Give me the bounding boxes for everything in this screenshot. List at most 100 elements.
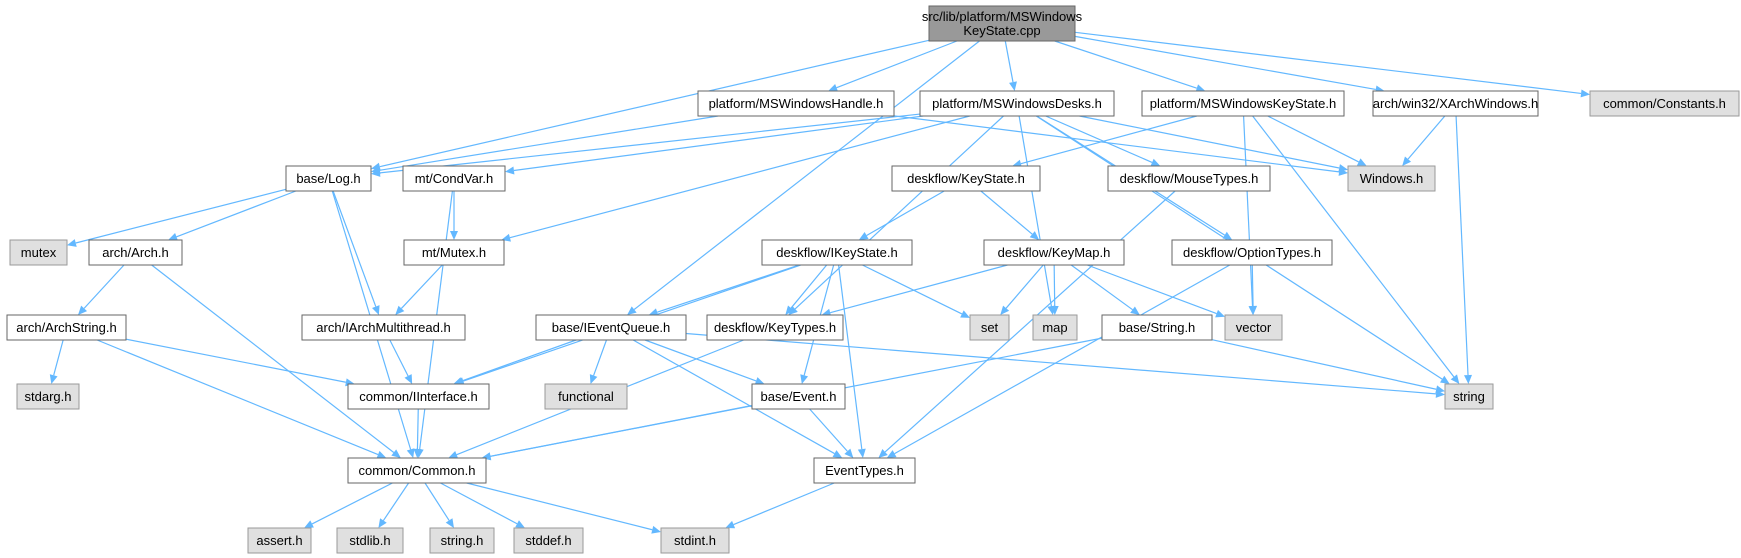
edge-log-arch bbox=[168, 190, 297, 241]
node-keyMap[interactable]: deskflow/KeyMap.h bbox=[983, 239, 1125, 266]
node-windows: Windows.h bbox=[1347, 165, 1436, 192]
edge-line bbox=[593, 339, 608, 376]
node-label: functional bbox=[558, 389, 614, 404]
edge-log-iArchMT bbox=[332, 190, 380, 315]
edge-line bbox=[424, 482, 450, 521]
edge-line bbox=[416, 408, 419, 450]
arrowhead bbox=[378, 518, 387, 528]
node-keyTypes[interactable]: deskflow/KeyTypes.h bbox=[706, 314, 844, 341]
edge-archString-iInterface bbox=[125, 338, 355, 387]
arrowhead bbox=[404, 374, 413, 384]
arrowhead bbox=[844, 448, 854, 458]
node-string: string bbox=[1444, 383, 1494, 410]
arrowhead bbox=[304, 520, 314, 528]
node-box bbox=[1589, 90, 1740, 117]
node-baseEvent[interactable]: base/Event.h bbox=[751, 383, 846, 410]
node-iKeyState[interactable]: deskflow/IKeyState.h bbox=[761, 239, 913, 266]
node-label: arch/IArchMultithread.h bbox=[316, 320, 450, 335]
node-box bbox=[544, 383, 628, 410]
edge-line bbox=[96, 339, 379, 456]
node-baseString[interactable]: base/String.h bbox=[1101, 314, 1213, 341]
edge-line bbox=[632, 339, 835, 455]
node-iInterface[interactable]: common/IInterface.h bbox=[347, 383, 490, 410]
node-common[interactable]: common/Common.h bbox=[347, 457, 487, 484]
edge-iEventQueue-eventTypes bbox=[632, 339, 843, 458]
node-stddef: stddef.h bbox=[513, 527, 584, 554]
node-box bbox=[813, 457, 916, 484]
node-box bbox=[1372, 90, 1539, 117]
edge-common-stddef bbox=[440, 482, 526, 528]
edge-line bbox=[1251, 264, 1254, 307]
node-box bbox=[336, 527, 404, 554]
node-box bbox=[88, 239, 183, 266]
node-keyState[interactable]: deskflow/KeyState.h bbox=[891, 165, 1041, 192]
edge-iKeyState-keyTypes bbox=[785, 264, 828, 315]
node-iArchMT[interactable]: arch/IArchMultithread.h bbox=[301, 314, 466, 341]
node-label: KeyState.cpp bbox=[963, 23, 1040, 38]
edge-line bbox=[1074, 31, 1582, 95]
node-box bbox=[706, 314, 844, 341]
edge-line bbox=[657, 264, 800, 313]
node-box bbox=[1171, 239, 1333, 266]
node-winDesks[interactable]: platform/MSWindowsDesks.h bbox=[919, 90, 1115, 117]
node-winKeyState[interactable]: platform/MSWindowsKeyState.h bbox=[1141, 90, 1345, 117]
edge-condvar-mtMutex bbox=[450, 191, 458, 240]
edge-main-xarch bbox=[1074, 35, 1385, 94]
node-box bbox=[761, 239, 913, 266]
node-mtMutex[interactable]: mt/Mutex.h bbox=[403, 239, 505, 266]
edge-baseString-string bbox=[1211, 339, 1445, 394]
node-eventTypes[interactable]: EventTypes.h bbox=[813, 457, 916, 484]
edge-line bbox=[1211, 339, 1437, 390]
edge-line bbox=[1045, 115, 1153, 163]
edge-line bbox=[884, 190, 1176, 453]
node-main[interactable]: src/lib/platform/MSWindowsKeyState.cpp bbox=[922, 5, 1083, 42]
arrowhead bbox=[1215, 309, 1225, 318]
edge-line bbox=[836, 40, 958, 89]
edge-line bbox=[332, 190, 377, 307]
edge-main-winKeyState bbox=[1054, 40, 1206, 92]
edge-line bbox=[1005, 264, 1044, 309]
node-box bbox=[247, 527, 312, 554]
node-box bbox=[285, 165, 372, 192]
node-xarch[interactable]: arch/win32/XArchWindows.h bbox=[1372, 90, 1539, 117]
edge-optionTypes-eventTypes bbox=[886, 264, 1231, 458]
node-box bbox=[1032, 314, 1078, 341]
arrowhead bbox=[1130, 306, 1140, 315]
arrowhead bbox=[1580, 89, 1590, 98]
edge-line bbox=[1079, 115, 1340, 169]
node-iEventQueue[interactable]: base/IEventQueue.h bbox=[535, 314, 687, 341]
node-winHandle[interactable]: platform/MSWindowsHandle.h bbox=[697, 90, 895, 117]
node-log[interactable]: base/Log.h bbox=[285, 165, 372, 192]
edge-line bbox=[1053, 264, 1056, 307]
node-label: Windows.h bbox=[1360, 171, 1424, 186]
arrowhead bbox=[1435, 385, 1445, 394]
edge-winKeyState-windows bbox=[1267, 115, 1367, 166]
node-arch[interactable]: arch/Arch.h bbox=[88, 239, 183, 266]
node-optionTypes[interactable]: deskflow/OptionTypes.h bbox=[1171, 239, 1333, 266]
edge-arch-common bbox=[151, 264, 401, 458]
node-label: common/Constants.h bbox=[1603, 96, 1726, 111]
edge-line bbox=[1020, 115, 1197, 165]
edge-iKeyState-set bbox=[862, 264, 970, 318]
edge-common-stringh bbox=[424, 482, 454, 528]
edge-line bbox=[1267, 115, 1359, 163]
edge-winDesks-windows bbox=[1079, 115, 1348, 172]
edge-keyMap-baseString bbox=[1070, 264, 1140, 315]
arrowhead bbox=[1029, 231, 1040, 240]
edge-iKeyState-eventTypes bbox=[837, 264, 866, 458]
node-box bbox=[1444, 383, 1494, 410]
node-condvar[interactable]: mt/CondVar.h bbox=[402, 165, 506, 192]
node-archString[interactable]: arch/ArchString.h bbox=[6, 314, 127, 341]
node-label: stdlib.h bbox=[349, 533, 390, 548]
node-label: deskflow/MouseTypes.h bbox=[1120, 171, 1259, 186]
edge-iArchMT-iInterface bbox=[389, 339, 413, 384]
node-mouseTypes[interactable]: deskflow/MouseTypes.h bbox=[1107, 165, 1271, 192]
node-box bbox=[513, 527, 584, 554]
edge-keyMap-map bbox=[1050, 264, 1059, 315]
edge-common-stdlib bbox=[378, 482, 410, 528]
node-stringh: string.h bbox=[429, 527, 495, 554]
node-label: deskflow/KeyTypes.h bbox=[714, 320, 836, 335]
edge-iKeyState-iEventQueue bbox=[648, 264, 800, 316]
node-label: deskflow/OptionTypes.h bbox=[1183, 245, 1321, 260]
